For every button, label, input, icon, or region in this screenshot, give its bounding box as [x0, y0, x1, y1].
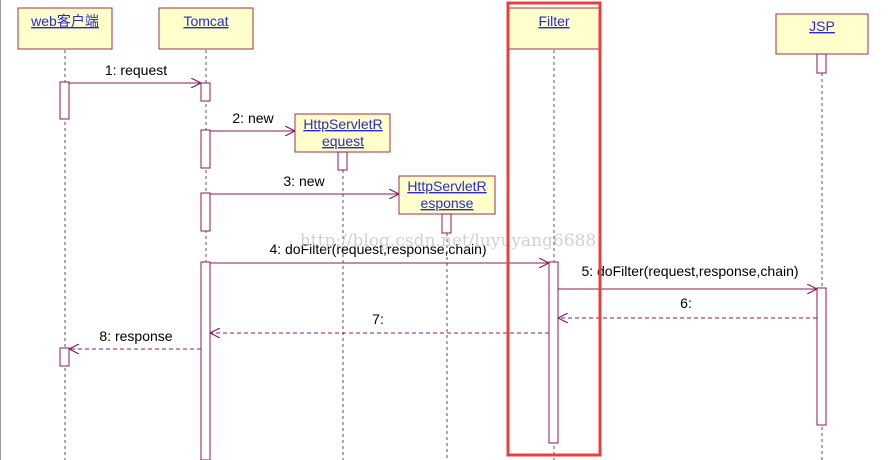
- jsp-label: JSP: [809, 18, 835, 34]
- request-activation: [337, 151, 348, 171]
- message-2-label: 2: new: [232, 110, 274, 126]
- tomcat-activation-2: [200, 129, 211, 169]
- tomcat-box: [158, 7, 254, 50]
- response-activation: [441, 213, 452, 234]
- filter-label: Filter: [538, 13, 569, 29]
- watermark: http://blog.csdn.net/luyuyang6688: [300, 231, 596, 251]
- activation-bars: [59, 53, 827, 460]
- tomcat-activation-1: [200, 82, 211, 102]
- response-label-line1: HttpServletR: [407, 178, 486, 194]
- message-3-label: 3: new: [283, 173, 325, 189]
- message-arrows: [69, 83, 817, 349]
- message-1-label: 1: request: [105, 62, 167, 78]
- client-box: [17, 7, 113, 50]
- response-label-line2: esponse: [421, 195, 474, 211]
- message-6-label: 6:: [680, 295, 692, 311]
- jsp-activation-2: [816, 287, 827, 426]
- tomcat-activation-3: [200, 192, 211, 232]
- request-box: [294, 113, 391, 153]
- client-label: web客户端: [30, 13, 99, 29]
- client-activation-2: [59, 347, 70, 367]
- tomcat-label: Tomcat: [183, 13, 228, 29]
- message-7-label: 7:: [372, 311, 384, 327]
- client-activation-1: [59, 81, 70, 120]
- request-label-line1: HttpServletR: [303, 116, 382, 132]
- jsp-activation-1: [816, 53, 827, 74]
- object-boxes: [17, 7, 869, 215]
- message-4-label: 4: doFilter(request,response,chain): [269, 241, 486, 257]
- request-label-line2: equest: [322, 133, 364, 149]
- message-8-label: 8: response: [99, 328, 172, 344]
- message-5-label: 5: doFilter(request,response,chain): [581, 263, 798, 279]
- filter-activation: [548, 261, 559, 444]
- tomcat-activation-4: [200, 261, 211, 460]
- filter-highlight-frame: [506, 1, 602, 457]
